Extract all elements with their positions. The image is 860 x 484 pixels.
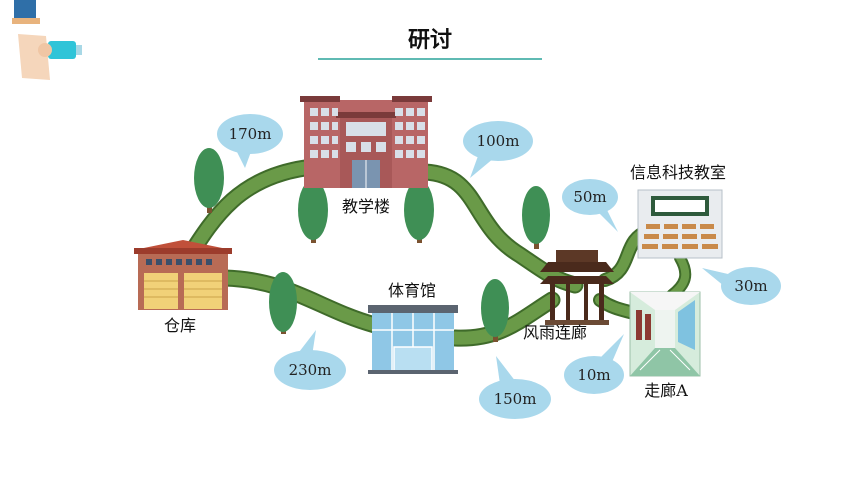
corridor-pavilion [540,250,614,325]
distance-bubble: 30m [702,267,781,305]
corridor-a [629,291,701,377]
tree-icon [404,180,434,243]
distance-label: 10m [577,366,610,384]
place-label-teaching-building: 教学楼 [342,197,390,216]
place-label-corridor-pavilion: 风雨连廊 [523,323,587,342]
tree-icon [481,279,509,342]
page-title: 研讨 [408,28,452,53]
warehouse [134,240,232,310]
distance-label: 150m [494,390,537,408]
distance-label: 230m [289,361,332,379]
tree-icon [522,186,550,249]
distance-bubble: 170m [217,114,283,168]
distance-bubble: 230m [274,330,346,390]
place-label-warehouse: 仓库 [164,316,196,335]
teaching-building [300,96,432,188]
distance-label: 50m [573,188,606,206]
distance-label: 30m [734,277,767,295]
place-label-gym: 体育馆 [388,281,436,300]
distance-bubble: 50m [562,179,618,232]
tree-icon [269,272,297,334]
tree-icon [194,148,224,213]
distance-bubble: 10m [564,334,624,394]
it-classroom [637,189,723,259]
distance-bubble: 150m [479,356,551,419]
corner-hand-icon [12,0,82,80]
gym [368,305,458,374]
distance-bubble: 100m [463,121,533,178]
distance-label: 100m [477,132,520,150]
trees [194,148,550,342]
distance-label: 170m [229,125,272,143]
distance-bubbles: 170m 100m 50m 30m 230m 150m [217,114,781,419]
place-label-it-classroom: 信息科技教室 [630,163,726,182]
tree-icon [298,180,328,243]
place-label-corridor-a: 走廊A [644,381,688,400]
